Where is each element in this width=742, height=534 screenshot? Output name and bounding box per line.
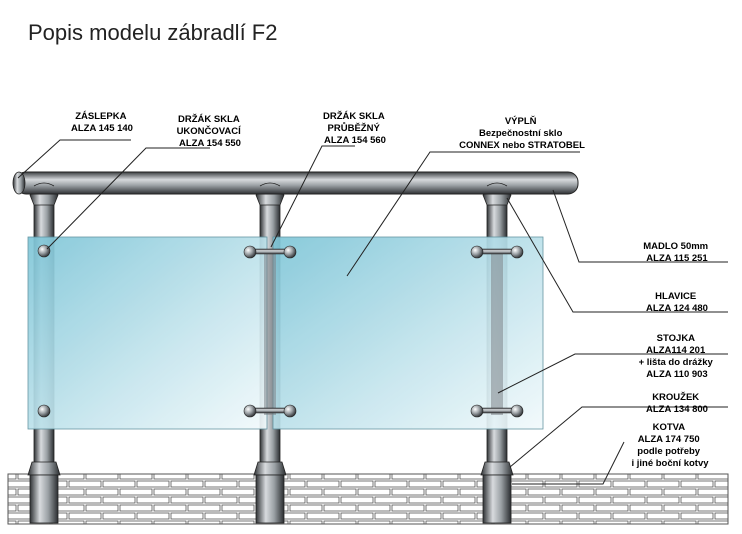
leader-kotva	[512, 441, 625, 485]
page-title: Popis modelu zábradlí F2	[28, 20, 278, 45]
end-cap	[12, 171, 26, 195]
leader-drzak-ukoncovaci	[46, 147, 210, 250]
label-zaslepka: ZÁSLEPKA ALZA 145 140	[71, 111, 133, 134]
glass-holder-end-bottom	[37, 404, 51, 418]
glass-panel-left	[27, 236, 268, 430]
leader-vypln	[346, 151, 580, 277]
leader-zaslepka	[17, 139, 131, 179]
leader-hlavice	[506, 197, 728, 313]
leader-drzak-pruchozi	[270, 145, 355, 248]
leader-stojka	[497, 353, 728, 394]
brick-wall	[7, 473, 729, 525]
label-kotva: KOTVA ALZA 174 750 podle potřeby i jiné …	[631, 422, 709, 469]
label-hlavice: HLAVICE ALZA 124 480	[646, 291, 708, 314]
leader-krouzek	[509, 406, 728, 468]
glass-holder-through-top-right	[470, 245, 524, 259]
glass-holder-through-bottom	[243, 404, 297, 418]
glass-holder-through-top	[243, 245, 297, 259]
label-stojka: STOJKA ALZA114 201 + lišta do drážky ALZ…	[639, 333, 716, 380]
glass-holder-end-top	[37, 244, 51, 258]
leader-madlo	[552, 189, 728, 263]
glass-holder-through-bottom-right	[470, 404, 524, 418]
label-drzak-pruchozi: DRŽÁK SKLA PRŮBĚŽNÝ ALZA 154 560	[323, 110, 387, 146]
label-drzak-ukoncovaci: DRŽÁK SKLA UKONČOVACÍ ALZA 154 550	[177, 113, 244, 149]
label-madlo: MADLO 50mm ALZA 115 251	[643, 241, 711, 264]
label-vypln: VÝPLŇ Bezpečnostní sklo CONNEX nebo STRA…	[459, 115, 585, 151]
label-krouzek: KROUŽEK ALZA 134 800	[646, 391, 708, 415]
